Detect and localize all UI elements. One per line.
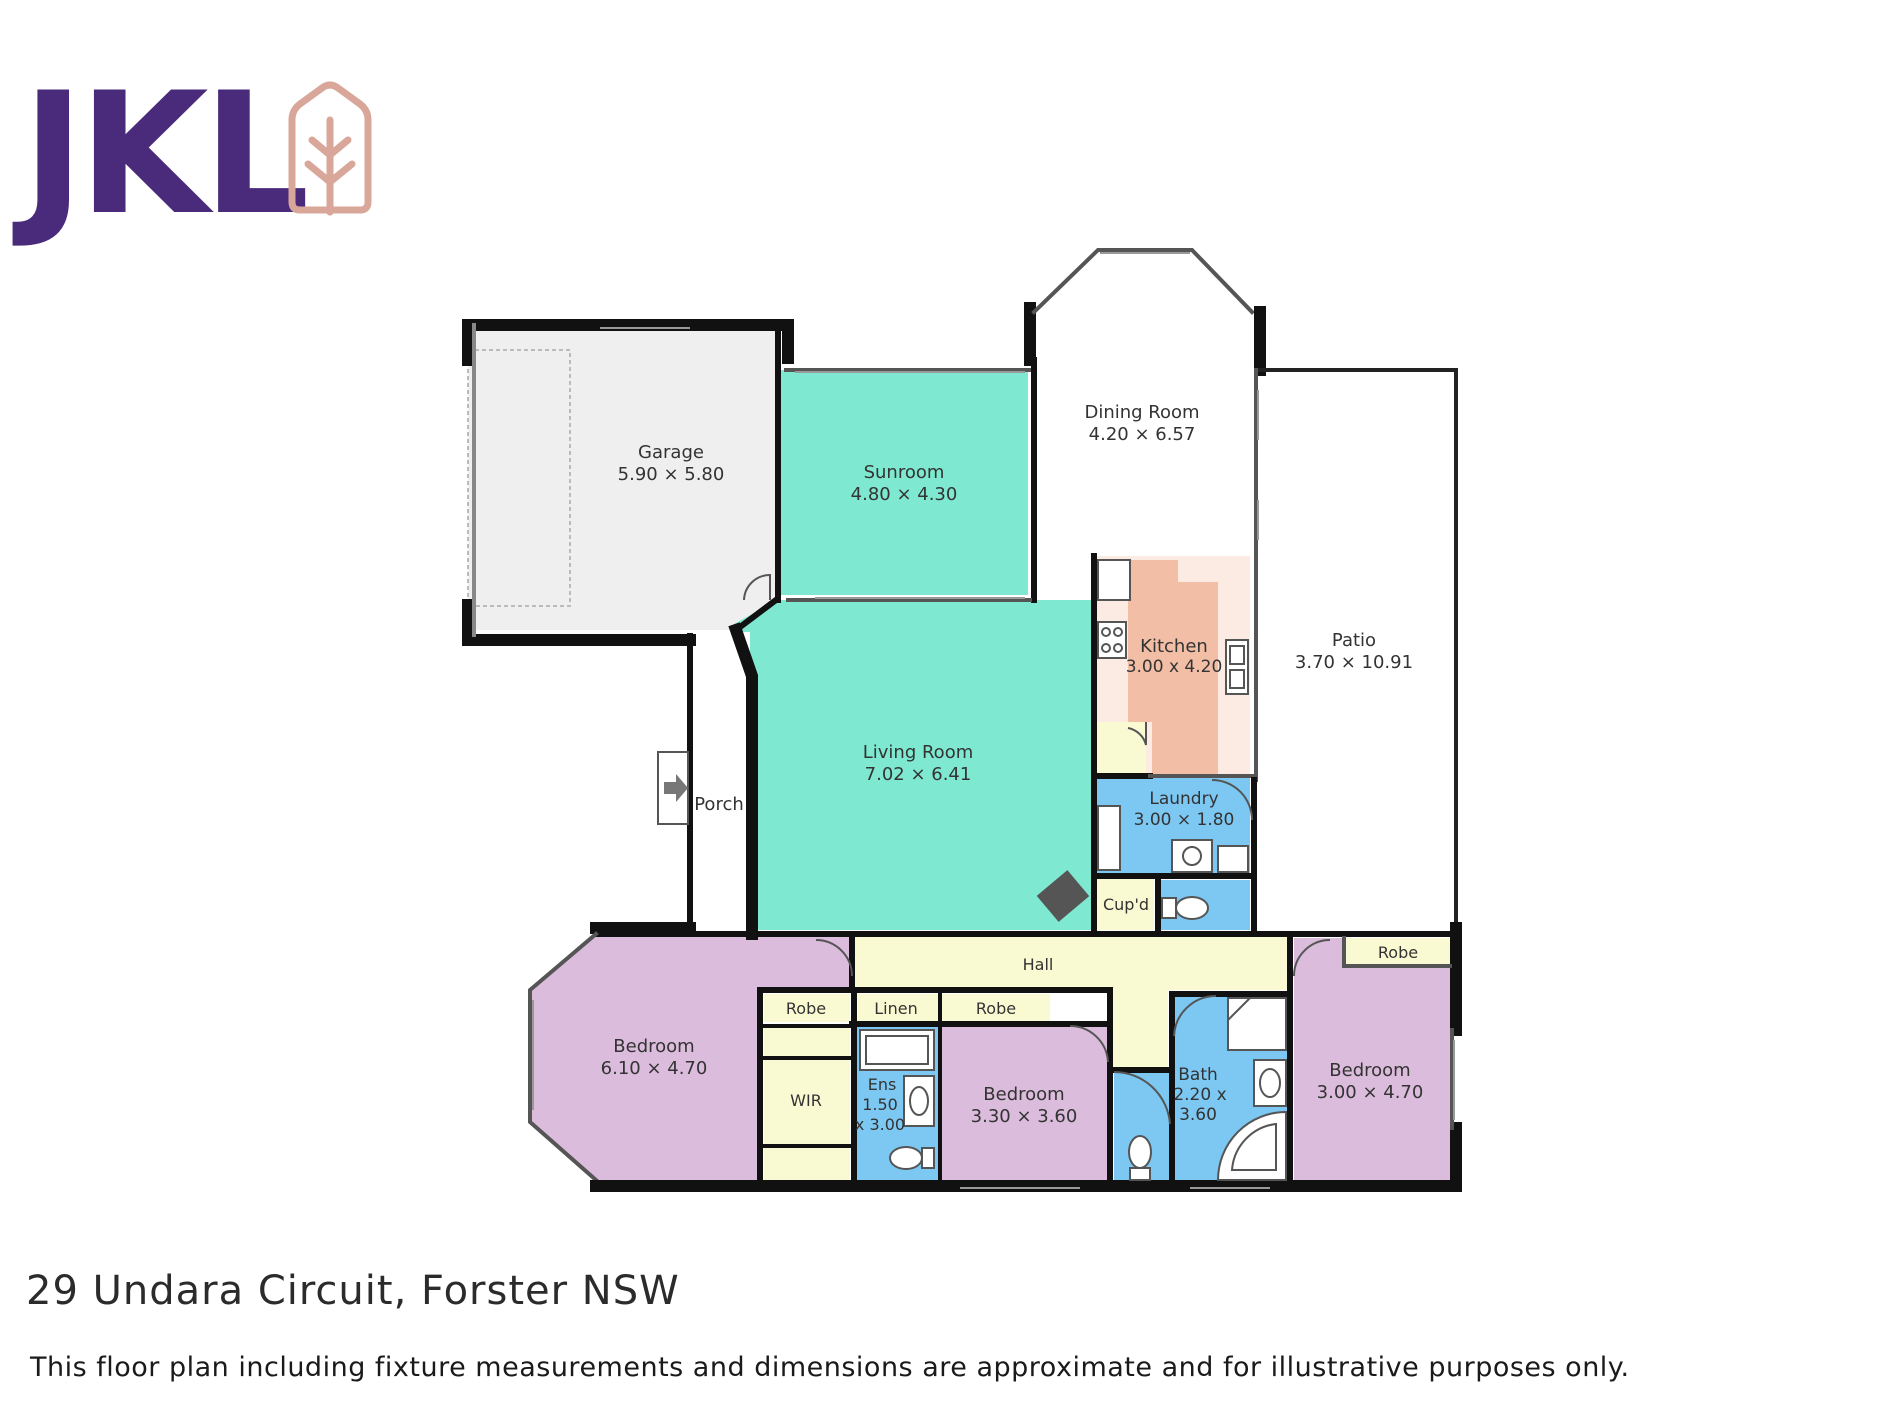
- dining-dims: 4.20 × 6.57: [1089, 424, 1196, 445]
- bedroom2-name: Bedroom: [983, 1084, 1064, 1105]
- bedroom1-fill: [530, 934, 852, 1180]
- bedroom3-door-swing: [1293, 939, 1331, 977]
- ens-name: Ens: [868, 1075, 897, 1094]
- entry-arrow-icon: [664, 774, 688, 802]
- toilet-door-swing: [1113, 1070, 1171, 1125]
- garage-name: Garage: [638, 442, 704, 463]
- garage-fill: [468, 325, 778, 630]
- sunroom-dims: 4.80 × 4.30: [851, 484, 958, 505]
- fixtures: [657, 559, 1331, 1181]
- laundry-door-swing: [1211, 779, 1253, 821]
- laundry-dims: 3.00 × 1.80: [1134, 810, 1235, 830]
- hall-name: Hall: [1023, 955, 1054, 974]
- sunroom-fill: [778, 370, 1028, 595]
- bedroom3-dims: 3.00 × 4.70: [1317, 1082, 1424, 1103]
- corner-shower-icon: [1227, 997, 1287, 1051]
- robe2-name: Robe: [976, 999, 1016, 1018]
- robe2-fill: [942, 994, 1050, 1022]
- robe3-name: Robe: [1378, 943, 1418, 962]
- dining-fill: [1032, 250, 1252, 592]
- robe1-name: Robe: [786, 999, 826, 1018]
- robe3-fill: [1346, 938, 1450, 966]
- sunroom-name: Sunroom: [864, 462, 945, 483]
- patio-dims: 3.70 × 10.91: [1295, 652, 1413, 673]
- bedroom1-name: Bedroom: [613, 1036, 694, 1057]
- laundry-bench-icon: [1097, 805, 1121, 871]
- linen-name: Linen: [874, 999, 917, 1018]
- room-labels: Garage 5.90 × 5.80 Sunroom 4.80 × 4.30 D…: [601, 402, 1424, 1134]
- robe1-fill: [764, 994, 850, 1022]
- property-address: 29 Undara Circuit, Forster NSW: [26, 1268, 680, 1314]
- laundry-name: Laundry: [1149, 789, 1218, 809]
- bedroom1-door-swing: [815, 939, 853, 977]
- walls: [462, 248, 1462, 1192]
- ens-toilet-icon: [889, 1146, 923, 1170]
- hall-toilet-icon: [1128, 1135, 1152, 1169]
- bath-dims-line2: 3.60: [1179, 1105, 1217, 1125]
- kitchen-dims: 3.00 x 4.20: [1126, 657, 1223, 677]
- brand-logo: JKL: [12, 56, 372, 252]
- laundry-tub-icon: [1217, 845, 1249, 873]
- garage-dims: 5.90 × 5.80: [618, 464, 725, 485]
- kitchen-pantry-fill: [1096, 722, 1146, 776]
- ens-dims-line2: x 3.00: [855, 1115, 905, 1134]
- toilet-icon: [1175, 896, 1209, 920]
- disclaimer-text: This floor plan including fixture measur…: [30, 1352, 1630, 1383]
- room-fills: [467, 250, 1452, 1182]
- bath-name: Bath: [1178, 1065, 1218, 1085]
- bedroom2-door-swing: [1069, 1024, 1109, 1063]
- logo-text: JKL: [12, 56, 306, 252]
- cupd-fill: [1096, 876, 1154, 930]
- patio-name: Patio: [1332, 630, 1376, 651]
- linen-fill: [858, 994, 938, 1022]
- fireplace-icon: [1036, 870, 1090, 922]
- living-name: Living Room: [863, 742, 974, 763]
- bath-dims-line1: 2.20 x: [1173, 1085, 1226, 1105]
- cupd-name: Cup'd: [1103, 895, 1149, 914]
- dining-name: Dining Room: [1084, 402, 1199, 423]
- bedroom1-dims: 6.10 × 4.70: [601, 1058, 708, 1079]
- bedroom3-name: Bedroom: [1329, 1060, 1410, 1081]
- porch-name: Porch: [694, 794, 744, 815]
- bedroom2-dims: 3.30 × 3.60: [971, 1106, 1078, 1127]
- pantry-door-swing: [1127, 722, 1147, 746]
- kitchen-fill: [1128, 560, 1218, 776]
- windows: [532, 252, 1455, 1189]
- wir-name: WIR: [790, 1091, 822, 1110]
- kitchen-name: Kitchen: [1140, 636, 1208, 657]
- garage-door-swing: [743, 573, 771, 601]
- living-fill: [732, 600, 1092, 930]
- fridge-icon: [1097, 559, 1131, 601]
- bath-door-swing: [1173, 994, 1217, 1037]
- living-dims: 7.02 × 6.41: [865, 764, 972, 785]
- bedroom2-fill: [942, 1026, 1108, 1182]
- bedroom3-fill: [1294, 938, 1452, 1182]
- hall-fill: [854, 934, 1290, 1068]
- house-tree-icon: [288, 81, 372, 216]
- garage-outline: [467, 349, 571, 607]
- stove-icon: [1097, 621, 1127, 659]
- ens-dims-line1: 1.50: [862, 1095, 898, 1114]
- wir-fill: [764, 1028, 850, 1180]
- porch-fill: [688, 632, 750, 930]
